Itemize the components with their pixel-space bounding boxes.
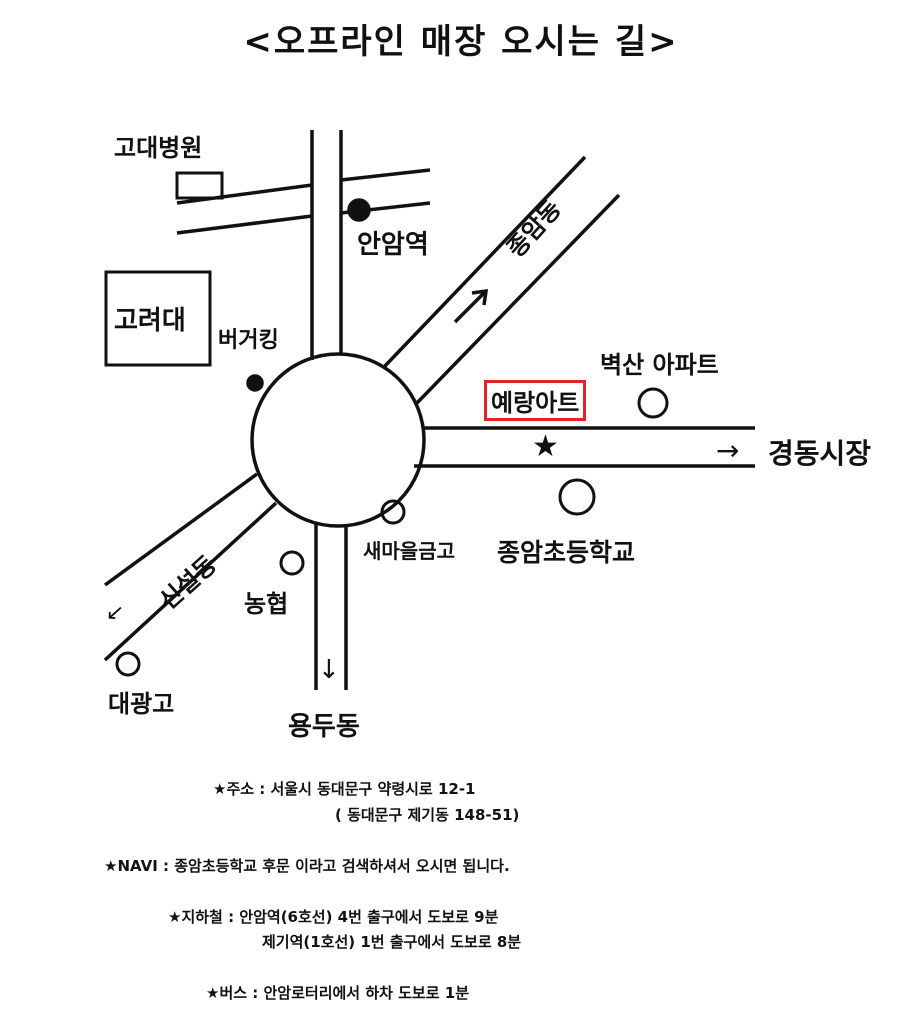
university-building bbox=[104, 270, 212, 367]
rotary bbox=[250, 352, 426, 528]
road-sw-2 bbox=[103, 501, 278, 662]
label-school: 종암초등학교 bbox=[497, 538, 636, 567]
label-burger-king: 버거킹 bbox=[218, 328, 279, 353]
label-university: 고려대 bbox=[114, 306, 186, 336]
info-address-old: ( 동대문구 제기동 148-51) bbox=[335, 806, 520, 824]
info-navi: ★NAVI : 종암초등학교 후문 이라고 검색하셔서 오시면 됩니다. bbox=[104, 857, 510, 875]
road-upper-right-top bbox=[340, 168, 431, 182]
label-station: 안암역 bbox=[357, 230, 429, 260]
nonghyup-marker bbox=[279, 550, 305, 576]
label-hospital: 고대병원 bbox=[114, 134, 203, 162]
daegwang-marker bbox=[115, 651, 141, 677]
school-marker bbox=[558, 478, 596, 516]
label-yongdu-dong: 용두동 bbox=[288, 712, 360, 742]
info-subway-2: 제기역(1호선) 1번 출구에서 도보로 8분 bbox=[262, 933, 522, 951]
hospital-building bbox=[175, 171, 224, 200]
label-byeoksan: 벽산 아파트 bbox=[600, 351, 719, 379]
label-daegwang: 대광고 bbox=[108, 690, 175, 718]
byeoksan-marker bbox=[637, 387, 669, 419]
label-market: 경동시장 bbox=[768, 437, 872, 470]
arrow-down-icon: ↓ bbox=[318, 655, 340, 685]
station-dot bbox=[347, 198, 371, 222]
info-bus: ★버스 : 안암로터리에서 하차 도보로 1분 bbox=[206, 984, 469, 1002]
info-address: ★주소 : 서울시 동대문구 약령시로 12-1 bbox=[213, 780, 476, 798]
store-star-icon: ★ bbox=[532, 429, 559, 464]
arrow-ne bbox=[453, 289, 488, 324]
arrow-ne-head bbox=[471, 288, 489, 306]
road-upper-left-bottom bbox=[176, 214, 313, 235]
road-sw-1 bbox=[103, 472, 259, 587]
saemaeul-marker bbox=[380, 499, 406, 525]
road-upper-left-top bbox=[176, 183, 313, 205]
road-ne-1 bbox=[382, 155, 587, 369]
page-title: <오프라인 매장 오시는 길> bbox=[243, 22, 679, 62]
arrow-right-icon: → bbox=[716, 434, 740, 467]
label-saemaeul: 새마을금고 bbox=[363, 539, 455, 563]
label-store: 예랑아트 bbox=[484, 380, 587, 421]
road-ne-2 bbox=[414, 193, 621, 406]
burger-king-dot bbox=[246, 374, 264, 392]
info-subway-1: ★지하철 : 안암역(6호선) 4번 출구에서 도보로 9분 bbox=[168, 908, 499, 926]
label-nonghyup: 농협 bbox=[244, 590, 289, 618]
